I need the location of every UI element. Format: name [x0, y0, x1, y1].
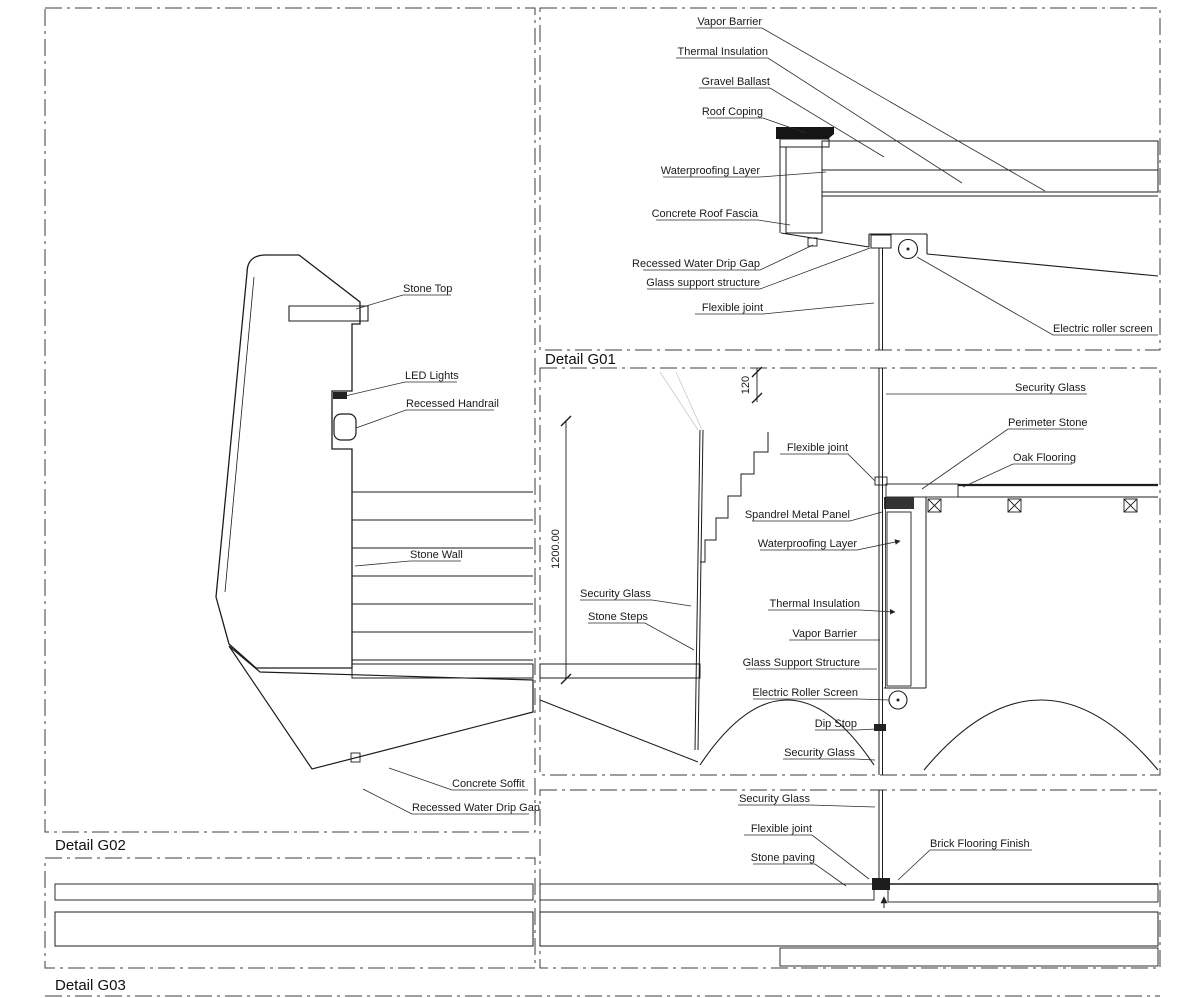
- label-recessed-water-drip-gap-g01: Recessed Water Drip Gap: [632, 258, 760, 270]
- led-light-fixture: [333, 392, 347, 399]
- stone-steps-profile: [700, 432, 769, 563]
- dimension-120: 120: [740, 366, 763, 404]
- label-stone-top: Stone Top: [403, 283, 452, 295]
- label-flexible-joint-g03: Flexible joint: [751, 823, 812, 835]
- floor-slab-band: [539, 663, 701, 679]
- parapet-wall: [785, 146, 823, 234]
- label-concrete-soffit: Concrete Soffit: [452, 778, 525, 790]
- wall-section-labels: Security Glass Stone Steps Security Glas…: [580, 382, 1087, 761]
- construction-line-1: [659, 371, 699, 431]
- frame-g01: [539, 7, 1161, 351]
- detail-g01-drawing: Vapor Barrier Thermal Insulation Gravel …: [632, 16, 1159, 350]
- dip-stop-block: [874, 724, 886, 731]
- thermal-insulation-layer: [821, 169, 1159, 193]
- label-brick-flooring-finish: Brick Flooring Finish: [930, 838, 1030, 850]
- label-security-glass-top: Security Glass: [1015, 382, 1086, 394]
- glass-base-shoe: [872, 878, 890, 890]
- thermal-insulation-column: [886, 511, 912, 687]
- label-oak-flooring: Oak Flooring: [1013, 452, 1076, 464]
- label-gravel-ballast: Gravel Ballast: [702, 76, 770, 88]
- concrete-slab-band: [539, 911, 1159, 947]
- frame-g02: [44, 7, 536, 833]
- construction-line-2: [675, 371, 703, 431]
- label-vapor-barrier-wall: Vapor Barrier: [792, 628, 857, 640]
- label-led-lights: LED Lights: [405, 370, 459, 382]
- frame-g03-left: [44, 857, 536, 969]
- label-stone-paving: Stone paving: [751, 852, 815, 864]
- label-stone-wall: Stone Wall: [410, 549, 463, 561]
- label-glass-support-structure-g01: Glass support structure: [646, 277, 760, 289]
- wall-section-drawing: 1200.00 120 Security Glas: [539, 366, 1159, 775]
- flexible-joint-block: [874, 476, 888, 486]
- soffit-drip-notch: [350, 752, 361, 763]
- detail-g03-labels: Security Glass Flexible joint Stone pavi…: [738, 793, 1032, 887]
- label-flexible-joint-wall: Flexible joint: [787, 442, 848, 454]
- label-security-glass-stair: Security Glass: [580, 588, 651, 600]
- label-concrete-roof-fascia: Concrete Roof Fascia: [652, 208, 759, 220]
- label-waterproofing-layer-g01: Waterproofing Layer: [661, 165, 761, 177]
- perimeter-stone-band: [885, 483, 959, 498]
- dimension-1200: 1200.00: [550, 415, 572, 685]
- frame-g03-right: [539, 789, 1161, 969]
- wall-outer-face-line: [224, 276, 255, 593]
- detail-g02-labels: Stone Top LED Lights Recessed Handrail S…: [344, 283, 540, 815]
- detail-g03-drawing: Security Glass Flexible joint Stone pavi…: [539, 790, 1159, 967]
- stone-paving-band: [539, 883, 875, 901]
- label-flexible-joint-g01: Flexible joint: [702, 302, 763, 314]
- detail-frames: [44, 7, 1161, 997]
- stair-security-glass-1: [694, 429, 701, 751]
- label-electric-roller-screen-wall: Electric Roller Screen: [752, 687, 858, 699]
- electric-roller-screen-drum: [897, 238, 919, 260]
- floor-batten-symbols: [927, 498, 1138, 513]
- title-detail-g03: Detail G03: [55, 977, 126, 994]
- detail-g02-drawing: Stone Top LED Lights Recessed Handrail S…: [215, 254, 540, 815]
- drip-gap-notch: [807, 237, 818, 247]
- label-stone-steps: Stone Steps: [588, 611, 648, 623]
- title-detail-g01: Detail G01: [545, 351, 616, 368]
- recessed-handrail-profile: [333, 413, 357, 441]
- label-dip-stop: Dip Stop: [815, 718, 857, 730]
- label-vapor-barrier-g01: Vapor Barrier: [697, 16, 762, 28]
- fascia-underside: [780, 232, 1159, 277]
- gravel-ballast-layer: [821, 140, 1159, 171]
- stone-top-band: [288, 305, 369, 322]
- stone-wall-body: [215, 254, 361, 669]
- label-thermal-insulation-g01: Thermal Insulation: [678, 46, 769, 58]
- title-detail-g02: Detail G02: [55, 837, 126, 854]
- brick-flooring-band: [887, 883, 1159, 903]
- floor-slab-band: [351, 663, 534, 679]
- dimension-text-1200: 1200.00: [550, 529, 562, 569]
- label-roof-coping: Roof Coping: [702, 106, 763, 118]
- frame-wall-section: [539, 367, 1161, 776]
- glass-support-block: [870, 234, 892, 249]
- label-security-glass-bottom: Security Glass: [784, 747, 855, 759]
- soffit-slope-line: [539, 699, 699, 763]
- label-spandrel-metal-panel: Spandrel Metal Panel: [745, 509, 850, 521]
- detail-titles: Detail G01 Detail G02 Detail G03: [55, 351, 616, 994]
- concrete-soffit-body: [228, 645, 534, 770]
- label-security-glass-g03: Security Glass: [739, 793, 810, 805]
- spandrel-metal-panel: [884, 497, 914, 509]
- stone-paving-band-left: [54, 883, 534, 901]
- stone-course-lines: [352, 491, 533, 661]
- vaulted-soffit-arc-left: [699, 699, 875, 766]
- concrete-slab-band-left: [54, 911, 534, 947]
- dimension-text-120: 120: [740, 376, 752, 394]
- roller-drum-axis: [906, 247, 910, 251]
- label-recessed-handrail: Recessed Handrail: [406, 398, 499, 410]
- detail-g03-left-drawing: [54, 883, 534, 947]
- label-glass-support-structure-wall: Glass Support Structure: [743, 657, 860, 669]
- label-electric-roller-screen-g01: Electric roller screen: [1053, 323, 1153, 335]
- insulation-band-below-slab: [779, 947, 1159, 967]
- label-thermal-insulation-wall: Thermal Insulation: [770, 598, 861, 610]
- vaulted-soffit-arc-right: [923, 699, 1159, 771]
- stair-security-glass-2: [697, 429, 704, 751]
- roller-drum-axis: [896, 698, 900, 702]
- label-recessed-water-drip-gap-g02: Recessed Water Drip Gap: [412, 802, 540, 814]
- label-perimeter-stone: Perimeter Stone: [1008, 417, 1087, 429]
- detail-g01-labels: Vapor Barrier Thermal Insulation Gravel …: [632, 16, 1158, 336]
- label-waterproofing-layer-wall: Waterproofing Layer: [758, 538, 858, 550]
